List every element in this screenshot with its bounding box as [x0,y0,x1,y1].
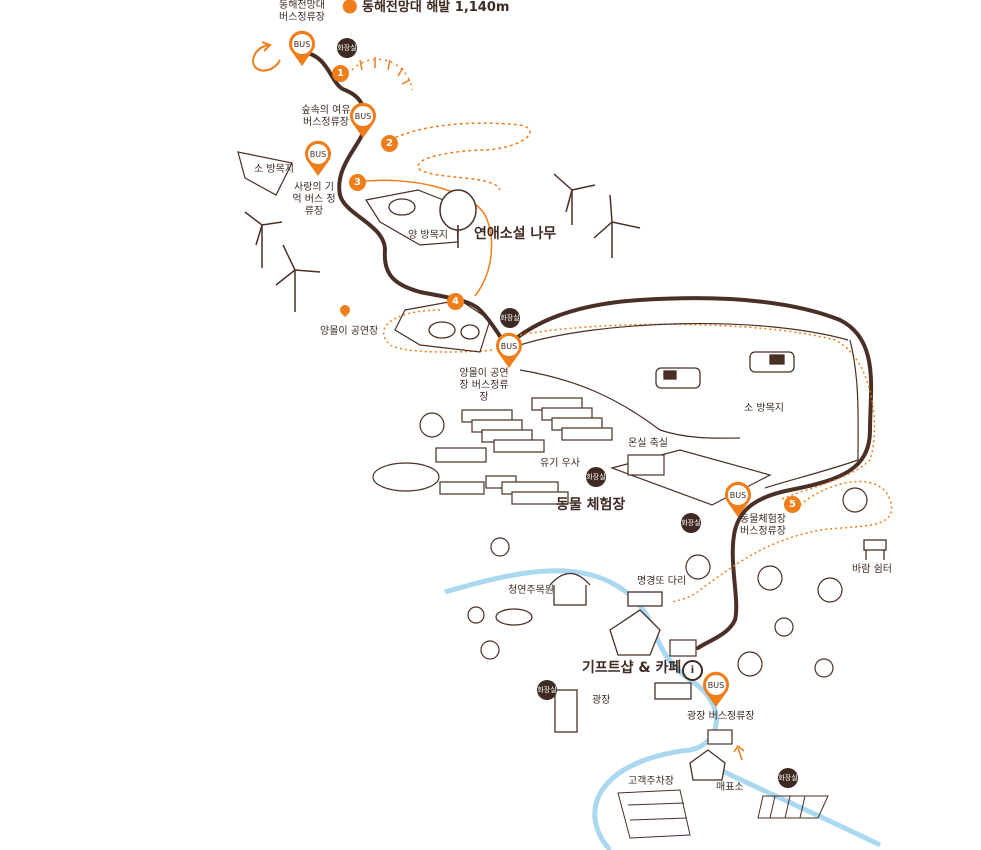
label-romance-tree: 연애소설 나무 [474,226,557,242]
restroom-icon: 화장실 [337,38,357,58]
bus-stop-plaza[interactable]: BUS [702,671,730,709]
title-pin-icon: ⬤ [342,0,358,14]
svg-text:BUS: BUS [730,491,746,500]
bus-stop-top[interactable]: BUS [288,30,316,68]
restroom-icon: 화장실 [681,513,701,533]
stairs [669,639,733,745]
stop-marker-3[interactable]: 3 [349,174,366,191]
label-plaza-bus-stop: 광장 버스정류장 [687,711,755,722]
trail-3 [356,179,493,297]
svg-text:BUS: BUS [501,342,517,351]
main-road [300,50,874,650]
svg-text:BUS: BUS [708,681,724,690]
bus-stop-forest[interactable]: BUS [349,102,377,140]
stop-marker-2[interactable]: 2 [381,135,398,152]
info-icon[interactable]: i [682,660,703,681]
label-love-memory-bus-stop: 사랑의 기억 버스 정류장 [292,182,336,217]
trail-pasture [519,323,876,501]
barns [435,397,665,505]
sheep-icons [388,198,480,340]
label-plaza: 광장 [592,695,611,706]
label-cattle-pasture-right: 소 방목지 [744,403,784,414]
sun-rays [351,57,413,91]
bus-stop-sheepdog[interactable]: BUS [495,332,523,370]
buildings [495,572,726,781]
cow-icons [655,351,795,389]
label-forest-bus-stop: 숲속의 여유 버스정류장 [301,105,351,128]
svg-text:BUS: BUS [310,150,326,159]
label-warm-barn: 온실 축실 [628,438,668,449]
romance-tree-icon [439,189,477,248]
label-bridge: 명경또 다리 [637,576,687,587]
restroom-icon: 화장실 [537,680,557,700]
label-top-bus-stop: 동해전망대 버스정류장 [279,0,325,23]
trail-5 [671,480,893,603]
bus-stop-love-memory[interactable]: BUS [304,140,332,178]
svg-text:BUS: BUS [294,40,310,49]
stop-marker-1[interactable]: 1 [332,65,349,82]
entrance-arrow-icon [733,744,745,761]
label-organic-barn: 유기 우사 [540,458,580,469]
label-gift-cafe: 기프트샵 & 카페 [582,660,682,676]
label-ticket: 매표소 [716,782,744,793]
label-sheepdog-bus-stop: 양몰이 공연장 버스정류장 [459,368,509,403]
label-cattle-pasture-left: 소 방목지 [254,164,294,175]
label-animal-experience: 동물 체험장 [556,497,626,513]
label-sheep-pasture: 양 방목지 [408,230,448,241]
svg-text:BUS: BUS [355,112,371,121]
label-animal-bus-stop: 동물체험장 버스정류장 [740,514,786,537]
label-wind-shelter: 바람 쉼터 [852,564,892,575]
bench-icon [863,539,887,560]
stop-marker-4[interactable]: 4 [447,293,464,310]
label-parking: 고객주차장 [628,776,674,787]
stop-marker-5[interactable]: 5 [784,496,801,513]
restroom-icon: 화장실 [500,308,520,328]
pond [372,462,440,492]
restroom-icon: 화장실 [778,768,798,788]
wind-turbines [244,173,641,312]
map-title: 동해전망대 해발 1,140m [362,0,510,15]
trees [419,412,868,678]
parking-lots [617,789,829,839]
label-yurt: 청연주목원 [508,585,554,596]
restroom-icon: 화장실 [586,467,606,487]
trail-2 [389,122,531,191]
return-arrow-icon [252,44,281,72]
bus-stop-animal[interactable]: BUS [724,481,752,519]
label-sheepdog-show: 양몰이 공연장 [320,326,379,337]
river [444,568,719,850]
